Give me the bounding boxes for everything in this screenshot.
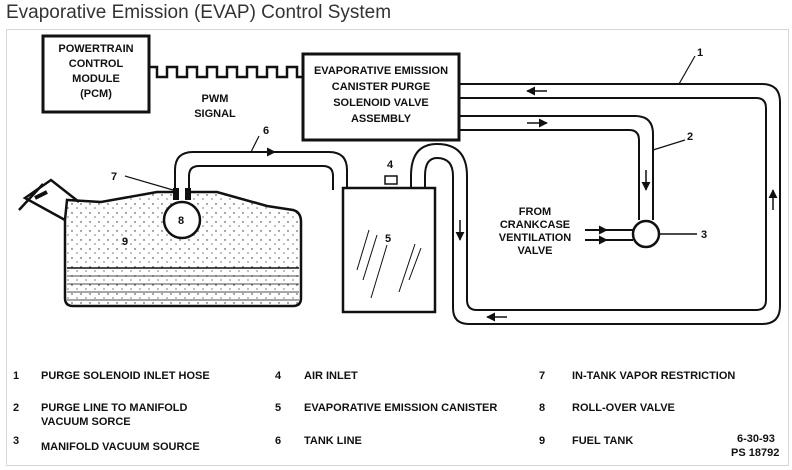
legend-num-9: 9 xyxy=(539,435,545,447)
footer-date: 6-30-93 xyxy=(737,433,775,445)
purge-line-manifold xyxy=(459,115,654,220)
legend-num-3: 3 xyxy=(13,435,19,447)
crankcase-label-3: VENTILATION xyxy=(499,232,572,244)
diagram-panel: POWERTRAIN CONTROL MODULE (PCM) PWM SIGN… xyxy=(6,29,789,466)
legend-text-2b: VACUUM SORCE xyxy=(41,416,131,428)
valve-label-2: CANISTER PURGE xyxy=(332,81,430,93)
legend-num-1: 1 xyxy=(13,370,19,382)
pcm-box: POWERTRAIN CONTROL MODULE (PCM) xyxy=(41,34,151,114)
legend-text-3: MANIFOLD VACUUM SOURCE xyxy=(41,441,200,453)
pwm-signal-wave xyxy=(149,65,303,79)
legend-text-8: ROLL-OVER VALVE xyxy=(572,402,675,414)
legend-num-7: 7 xyxy=(539,370,545,382)
legend-text-7: IN-TANK VAPOR RESTRICTION xyxy=(572,370,735,382)
page-title: Evaporative Emission (EVAP) Control Syst… xyxy=(6,2,392,23)
valve-label-4: ASSEMBLY xyxy=(351,113,412,125)
valve-label-1: EVAPORATIVE EMISSION xyxy=(314,65,448,77)
filler-neck xyxy=(18,178,80,222)
valve-label-3: SOLENOID VALVE xyxy=(333,97,429,109)
callout-4: 4 xyxy=(387,159,394,171)
leader-lines xyxy=(124,55,696,191)
crankcase-label-1: FROM xyxy=(519,206,551,218)
canister-purge-hose xyxy=(410,142,781,325)
callout-6: 6 xyxy=(263,125,269,137)
flow-arrows xyxy=(257,86,778,322)
pcm-label-1: POWERTRAIN xyxy=(58,43,133,55)
callout-5: 5 xyxy=(385,233,391,245)
callout-1: 1 xyxy=(697,47,703,59)
legend-num-4: 4 xyxy=(275,370,282,382)
legend-text-6: TANK LINE xyxy=(304,435,362,447)
signal-label: SIGNAL xyxy=(194,108,236,120)
legend-text-4: AIR INLET xyxy=(304,370,358,382)
legend-text-1: PURGE SOLENOID INLET HOSE xyxy=(41,370,210,382)
manifold-vacuum-source xyxy=(631,219,661,249)
pwm-label: PWM xyxy=(202,93,229,105)
pcm-label-3: MODULE xyxy=(72,73,120,85)
pcm-label-4: (PCM) xyxy=(80,88,112,100)
callout-8: 8 xyxy=(178,215,184,227)
purge-inlet-hose xyxy=(459,83,781,280)
crankcase-label-4: VALVE xyxy=(517,245,552,257)
tank-line xyxy=(174,151,348,190)
legend-num-5: 5 xyxy=(275,402,281,414)
callout-9: 9 xyxy=(122,236,128,248)
legend-num-2: 2 xyxy=(13,402,19,414)
air-inlet xyxy=(384,175,398,185)
footer-code: PS 18792 xyxy=(731,447,779,459)
evap-canister xyxy=(341,186,437,314)
evap-diagram: POWERTRAIN CONTROL MODULE (PCM) PWM SIGN… xyxy=(13,34,781,459)
fuel-tank xyxy=(63,190,303,308)
callout-2: 2 xyxy=(687,131,693,143)
roll-over-valve xyxy=(162,200,202,240)
solenoid-valve-box: EVAPORATIVE EMISSION CANISTER PURGE SOLE… xyxy=(301,52,461,142)
legend-num-6: 6 xyxy=(275,435,281,447)
vapor-restriction-gap xyxy=(179,188,185,200)
legend-text-9: FUEL TANK xyxy=(572,435,633,447)
legend-text-2a: PURGE LINE TO MANIFOLD xyxy=(41,402,188,414)
callout-7: 7 xyxy=(111,171,117,183)
legend-text-5: EVAPORATIVE EMISSION CANISTER xyxy=(304,402,497,414)
callout-3: 3 xyxy=(701,229,707,241)
crankcase-label-2: CRANKCASE xyxy=(500,219,570,231)
pcm-label-2: CONTROL xyxy=(69,58,124,70)
legend-num-8: 8 xyxy=(539,402,545,414)
